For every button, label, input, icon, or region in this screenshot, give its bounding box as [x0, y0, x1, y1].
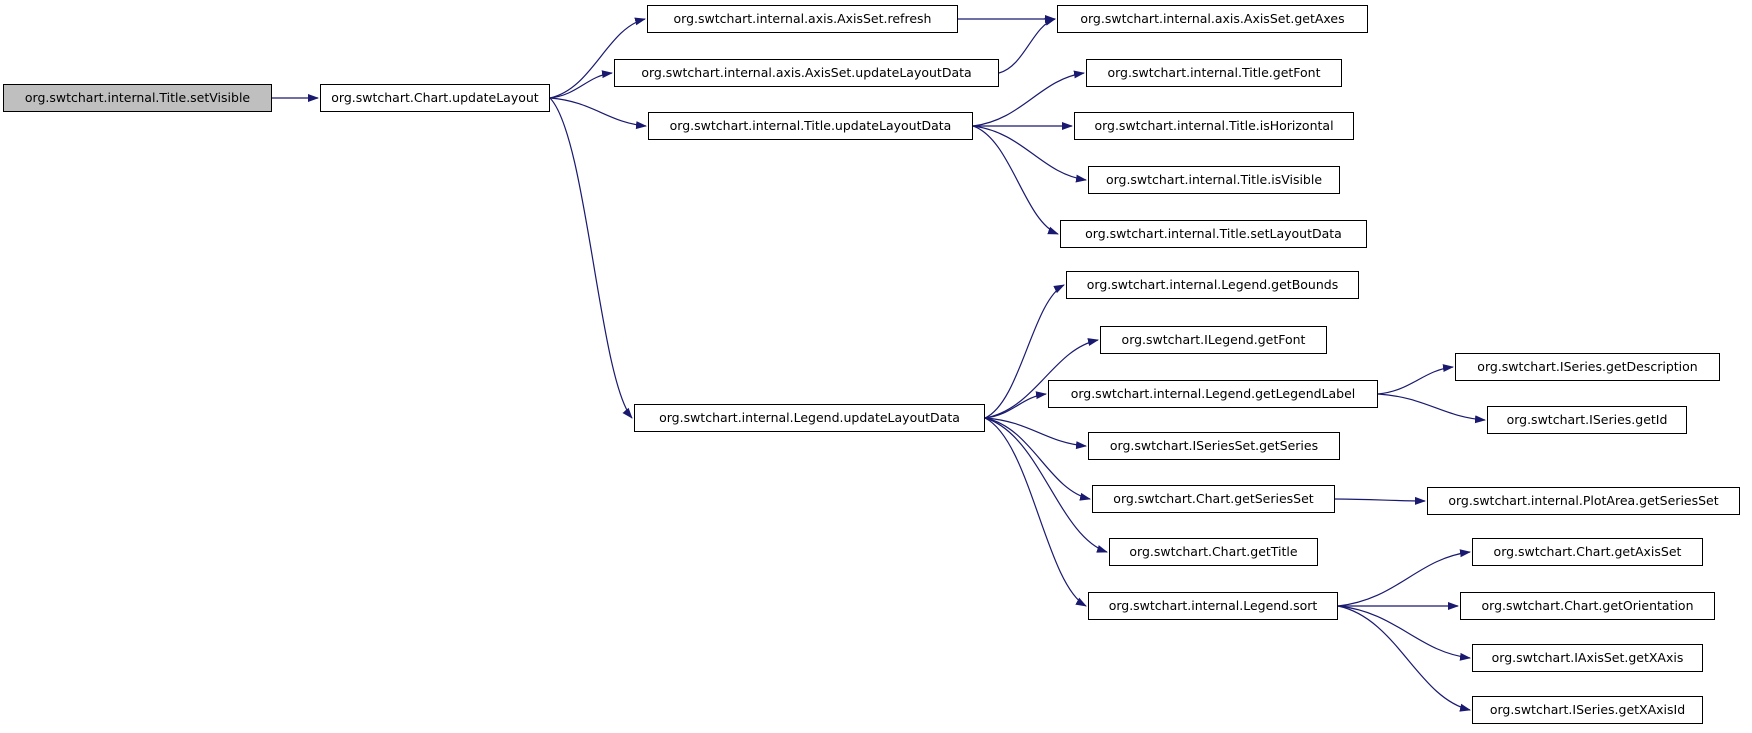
- graph-node-chartUpdateLayout[interactable]: org.swtchart.Chart.updateLayout: [320, 84, 550, 112]
- graph-node-label: org.swtchart.Chart.getTitle: [1129, 543, 1298, 559]
- graph-node-chartGetTitle[interactable]: org.swtchart.Chart.getTitle: [1109, 538, 1318, 566]
- graph-node-label: org.swtchart.internal.PlotArea.getSeries…: [1448, 492, 1719, 508]
- graph-node-label: org.swtchart.Chart.getAxisSet: [1493, 543, 1682, 559]
- graph-node-legendGetLegendLabel[interactable]: org.swtchart.internal.Legend.getLegendLa…: [1048, 380, 1378, 408]
- graph-node-chartGetOrientation[interactable]: org.swtchart.Chart.getOrientation: [1460, 592, 1715, 620]
- graph-node-iseriesSetGetSeries[interactable]: org.swtchart.ISeriesSet.getSeries: [1088, 432, 1340, 460]
- call-edge-legendUpdateLayoutData-to-chartGetSeriesSet: [984, 417, 1091, 501]
- graph-node-axisSetUpdateLayoutData[interactable]: org.swtchart.internal.axis.AxisSet.updat…: [614, 59, 999, 87]
- graph-node-label: org.swtchart.internal.Title.isHorizontal: [1094, 117, 1334, 133]
- graph-node-titleSetLayoutData[interactable]: org.swtchart.internal.Title.setLayoutDat…: [1060, 220, 1367, 248]
- graph-node-legendUpdateLayoutData[interactable]: org.swtchart.internal.Legend.updateLayou…: [634, 404, 985, 432]
- graph-node-iaxisSetGetXAxis[interactable]: org.swtchart.IAxisSet.getXAxis: [1472, 644, 1703, 672]
- call-edge-chartUpdateLayout-to-axisSetRefresh: [549, 17, 646, 99]
- graph-node-axisSetRefresh[interactable]: org.swtchart.internal.axis.AxisSet.refre…: [647, 5, 958, 33]
- graph-node-titleIsHorizontal[interactable]: org.swtchart.internal.Title.isHorizontal: [1074, 112, 1354, 140]
- graph-node-label: org.swtchart.internal.Title.isVisible: [1105, 171, 1323, 187]
- graph-node-label: org.swtchart.IAxisSet.getXAxis: [1491, 649, 1684, 665]
- graph-node-ilegendGetFont[interactable]: org.swtchart.ILegend.getFont: [1100, 326, 1327, 354]
- graph-node-label: org.swtchart.internal.axis.AxisSet.refre…: [673, 10, 932, 26]
- graph-node-label: org.swtchart.internal.axis.AxisSet.getAx…: [1080, 10, 1345, 26]
- call-edge-chartGetSeriesSet-to-plotAreaGetSeriesSet: [1334, 496, 1426, 505]
- call-edge-titleUpdateLayoutData-to-titleGetFont: [972, 70, 1085, 127]
- graph-node-legendSort[interactable]: org.swtchart.internal.Legend.sort: [1088, 592, 1338, 620]
- call-edge-legendUpdateLayoutData-to-legendSort: [984, 417, 1087, 607]
- graph-node-label: org.swtchart.ISeries.getDescription: [1477, 358, 1698, 374]
- call-edge-axisSetUpdateLayoutData-to-axisSetGetAxes: [998, 17, 1056, 74]
- graph-node-label: org.swtchart.Chart.getOrientation: [1481, 597, 1694, 613]
- graph-node-chartGetAxisSet[interactable]: org.swtchart.Chart.getAxisSet: [1472, 538, 1703, 566]
- call-edge-legendSort-to-chartGetAxisSet: [1337, 549, 1471, 607]
- call-edge-titleUpdateLayoutData-to-titleSetLayoutData: [972, 125, 1059, 235]
- call-edge-legendUpdateLayoutData-to-legendGetBounds: [984, 284, 1065, 419]
- call-edge-legendGetLegendLabel-to-iseriesGetId: [1377, 393, 1486, 424]
- graph-node-label: org.swtchart.ISeriesSet.getSeries: [1109, 437, 1319, 453]
- graph-node-label: org.swtchart.internal.Title.getFont: [1107, 64, 1321, 80]
- call-edge-legendGetLegendLabel-to-iseriesGetDescription: [1377, 364, 1454, 395]
- graph-node-iseriesGetId[interactable]: org.swtchart.ISeries.getId: [1487, 406, 1687, 434]
- call-edge-legendSort-to-iaxisSetGetXAxis: [1337, 605, 1471, 661]
- call-edge-legendUpdateLayoutData-to-ilegendGetFont: [984, 338, 1099, 419]
- graph-node-titleSetVisible[interactable]: org.swtchart.internal.Title.setVisible: [3, 84, 272, 112]
- graph-node-iseriesGetXAxisId[interactable]: org.swtchart.ISeries.getXAxisId: [1472, 696, 1703, 724]
- call-edge-legendSort-to-iseriesGetXAxisId: [1337, 605, 1471, 712]
- graph-node-label: org.swtchart.internal.axis.AxisSet.updat…: [641, 64, 972, 80]
- graph-node-label: org.swtchart.internal.Legend.getLegendLa…: [1070, 385, 1356, 401]
- graph-node-legendGetBounds[interactable]: org.swtchart.internal.Legend.getBounds: [1066, 271, 1359, 299]
- graph-node-label: org.swtchart.internal.Legend.sort: [1108, 597, 1318, 613]
- graph-node-plotAreaGetSeriesSet[interactable]: org.swtchart.internal.PlotArea.getSeries…: [1427, 487, 1740, 515]
- graph-node-axisSetGetAxes[interactable]: org.swtchart.internal.axis.AxisSet.getAx…: [1057, 5, 1368, 33]
- graph-node-label: org.swtchart.ISeries.getXAxisId: [1489, 701, 1686, 717]
- graph-node-label: org.swtchart.internal.Legend.updateLayou…: [659, 409, 960, 425]
- call-edge-chartUpdateLayout-to-legendUpdateLayoutData: [549, 97, 633, 419]
- call-edge-legendUpdateLayoutData-to-iseriesSetGetSeries: [984, 417, 1087, 450]
- graph-node-titleUpdateLayoutData[interactable]: org.swtchart.internal.Title.updateLayout…: [648, 112, 973, 140]
- graph-node-label: org.swtchart.internal.Title.setVisible: [24, 89, 251, 105]
- call-edge-chartUpdateLayout-to-titleUpdateLayoutData: [549, 97, 647, 130]
- graph-node-titleIsVisible[interactable]: org.swtchart.internal.Title.isVisible: [1088, 166, 1340, 194]
- graph-node-chartGetSeriesSet[interactable]: org.swtchart.Chart.getSeriesSet: [1092, 485, 1335, 513]
- call-edge-legendUpdateLayoutData-to-chartGetTitle: [984, 417, 1108, 553]
- call-edge-legendUpdateLayoutData-to-legendGetLegendLabel: [984, 391, 1047, 419]
- graph-node-iseriesGetDescription[interactable]: org.swtchart.ISeries.getDescription: [1455, 353, 1720, 381]
- graph-node-label: org.swtchart.Chart.updateLayout: [331, 89, 539, 105]
- graph-node-titleGetFont[interactable]: org.swtchart.internal.Title.getFont: [1086, 59, 1342, 87]
- graph-node-label: org.swtchart.ILegend.getFont: [1121, 331, 1306, 347]
- graph-node-label: org.swtchart.Chart.getSeriesSet: [1113, 490, 1314, 506]
- call-edge-chartUpdateLayout-to-axisSetUpdateLayoutData: [549, 70, 613, 99]
- graph-node-label: org.swtchart.ISeries.getId: [1506, 411, 1668, 427]
- graph-node-label: org.swtchart.internal.Title.updateLayout…: [669, 117, 952, 133]
- call-edge-titleUpdateLayoutData-to-titleIsVisible: [972, 125, 1087, 183]
- graph-node-label: org.swtchart.internal.Legend.getBounds: [1086, 276, 1339, 292]
- graph-node-label: org.swtchart.internal.Title.setLayoutDat…: [1085, 225, 1342, 241]
